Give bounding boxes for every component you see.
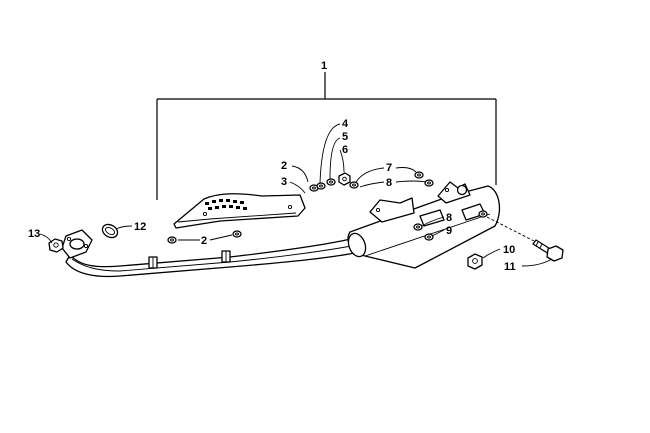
washer-8-upper-left bbox=[349, 181, 359, 189]
washer-7 bbox=[414, 171, 424, 179]
washer-8-lower bbox=[413, 223, 423, 231]
callout-2-upper: 2 bbox=[281, 160, 287, 172]
washer-8-upper-right bbox=[424, 179, 434, 187]
leader-lines bbox=[39, 123, 553, 267]
callout-3: 3 bbox=[281, 176, 287, 188]
bolt-assembly-line bbox=[486, 216, 535, 242]
washer-lower-left bbox=[167, 236, 177, 244]
callout-1: 1 bbox=[321, 60, 327, 72]
assembly-bracket bbox=[156, 72, 497, 200]
washer-9 bbox=[424, 233, 434, 241]
heat-shield bbox=[173, 193, 306, 229]
callout-4: 4 bbox=[342, 118, 349, 130]
washer-mount-right bbox=[478, 210, 488, 218]
exhaust-pipe bbox=[65, 237, 361, 278]
nut-10 bbox=[467, 253, 483, 270]
bolt-11 bbox=[532, 239, 564, 262]
callout-12: 12 bbox=[134, 221, 146, 233]
callout-11: 11 bbox=[504, 261, 516, 273]
callout-10: 10 bbox=[503, 244, 515, 256]
callout-5: 5 bbox=[342, 131, 348, 143]
callout-8-lower: 8 bbox=[446, 212, 452, 224]
pipe-flange bbox=[61, 229, 93, 259]
flange-nut bbox=[48, 238, 64, 253]
pipe-clamp-right bbox=[221, 250, 231, 263]
callout-2-lower: 2 bbox=[201, 235, 207, 247]
lock-washer-5 bbox=[326, 178, 336, 186]
callout-13: 13 bbox=[28, 228, 40, 240]
muffler bbox=[347, 181, 501, 269]
callout-labels: 1 2 3 4 5 6 7 8 8 9 2 10 11 12 13 bbox=[28, 60, 516, 273]
callout-6: 6 bbox=[342, 144, 348, 156]
washer-lower-right bbox=[232, 230, 242, 238]
callout-8-upper: 8 bbox=[386, 177, 392, 189]
pipe-clamp-left bbox=[148, 256, 158, 269]
callout-9: 9 bbox=[446, 225, 452, 237]
heat-shield-perforations bbox=[205, 199, 247, 210]
washer-4 bbox=[316, 182, 326, 190]
nut-6 bbox=[338, 172, 351, 186]
callout-7: 7 bbox=[386, 162, 392, 174]
gasket bbox=[101, 223, 119, 239]
